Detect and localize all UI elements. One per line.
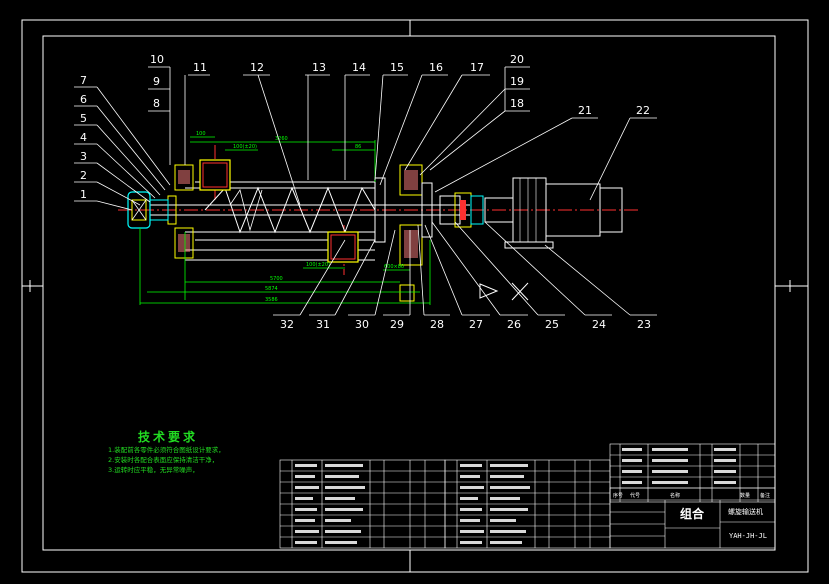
label-32: 32 <box>280 318 294 331</box>
label-3: 3 <box>80 150 87 163</box>
tech-line-1: 1.装配前各零件必须符合图纸设计要求， <box>108 446 225 454</box>
parts-list-middle <box>444 459 611 549</box>
svg-text:600×80: 600×80 <box>384 264 404 270</box>
svg-text:3586: 3586 <box>265 297 278 303</box>
label-26: 26 <box>507 318 521 331</box>
label-20: 20 <box>510 53 524 66</box>
company-name: 螺旋输送机 <box>728 507 763 516</box>
table-text-marks <box>295 448 736 544</box>
spiral-blade <box>204 186 376 234</box>
label-7: 7 <box>80 74 87 87</box>
outer-frame <box>21 19 809 573</box>
svg-text:名称: 名称 <box>670 492 680 499</box>
svg-text:3260: 3260 <box>275 136 288 142</box>
label-12: 12 <box>250 61 264 74</box>
label-6: 6 <box>80 93 87 106</box>
left-end-cap <box>127 191 169 229</box>
centerline <box>118 145 640 275</box>
label-10: 10 <box>150 53 164 66</box>
coupling <box>439 192 484 228</box>
leader-lines <box>74 66 657 316</box>
inner-frame <box>42 35 776 551</box>
label-4: 4 <box>80 131 87 144</box>
tech-line-3: 3.运转时应平稳，无异常噪声， <box>108 466 199 474</box>
title-block <box>609 487 776 549</box>
label-15: 15 <box>390 61 404 74</box>
shaft <box>150 204 470 216</box>
label-2: 2 <box>80 169 87 182</box>
svg-text:代号: 代号 <box>630 492 640 499</box>
svg-text:备注: 备注 <box>760 492 770 499</box>
rotation-symbols <box>479 282 529 301</box>
label-17: 17 <box>470 61 484 74</box>
spiral-blade-2 <box>229 189 263 232</box>
label-31: 31 <box>316 318 330 331</box>
label-19: 19 <box>510 75 524 88</box>
right-bearing-housing <box>374 164 433 302</box>
inlet-port <box>199 159 231 191</box>
tech-title: 技术要求 <box>138 430 199 444</box>
left-bearing-housing <box>167 164 194 259</box>
label-13: 13 <box>312 61 326 74</box>
label-22: 22 <box>636 104 650 117</box>
label-18: 18 <box>510 97 524 110</box>
label-11: 11 <box>193 61 207 74</box>
title-block-header-row: 序号 代号 名称 数量 备注 <box>613 492 770 499</box>
outlet-port <box>327 231 359 263</box>
svg-text:100: 100 <box>196 131 206 137</box>
dimension-texts: 100 3260 100(±20) 86 100(±20) 5700 5874 … <box>196 131 404 303</box>
parts-list-left <box>279 459 446 549</box>
motor-reducer <box>484 177 623 249</box>
svg-text:100(±20): 100(±20) <box>233 144 257 150</box>
tech-line-2: 2.安装时各配合表面应保持清洁干净， <box>108 456 219 464</box>
frame-ticks <box>22 20 808 572</box>
label-27: 27 <box>469 318 483 331</box>
label-5: 5 <box>80 112 87 125</box>
label-9: 9 <box>153 75 160 88</box>
label-14: 14 <box>352 61 366 74</box>
drawing-name: 组合 <box>680 506 705 521</box>
svg-text:数量: 数量 <box>740 492 750 499</box>
drawing-number: YAH-JH-JL <box>729 532 767 540</box>
label-1: 1 <box>80 188 87 201</box>
label-28: 28 <box>430 318 444 331</box>
label-29: 29 <box>390 318 404 331</box>
label-24: 24 <box>592 318 606 331</box>
part-labels: 7 6 5 4 3 2 1 10 9 8 11 12 13 14 15 16 1… <box>80 53 651 331</box>
label-25: 25 <box>545 318 559 331</box>
svg-text:86: 86 <box>355 144 361 150</box>
label-21: 21 <box>578 104 592 117</box>
svg-text:100(±20): 100(±20) <box>306 262 330 268</box>
svg-text:序号: 序号 <box>613 492 623 499</box>
technical-requirements: 技术要求 1.装配前各零件必须符合图纸设计要求， 2.安装时各配合表面应保持清洁… <box>108 428 308 475</box>
label-8: 8 <box>153 97 160 110</box>
svg-text:5700: 5700 <box>270 276 283 282</box>
svg-text:5874: 5874 <box>265 286 278 292</box>
label-23: 23 <box>637 318 651 331</box>
dimension-lines <box>139 136 431 305</box>
label-16: 16 <box>429 61 443 74</box>
label-30: 30 <box>355 318 369 331</box>
